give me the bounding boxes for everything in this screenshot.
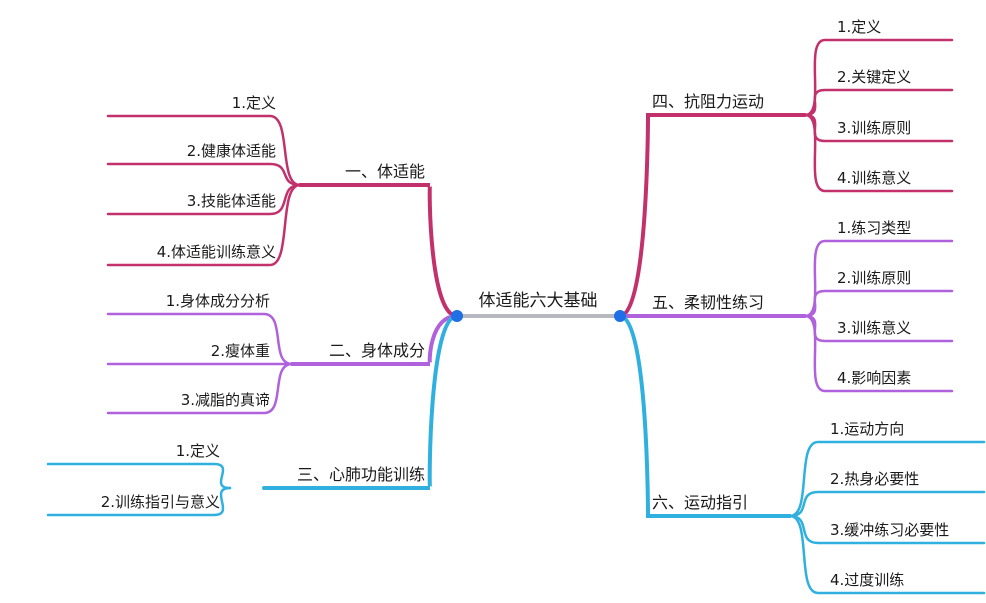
leaf-connector — [803, 113, 954, 193]
branch-label-b2[interactable]: 二、身体成分 — [329, 341, 425, 360]
leaf-connector — [106, 362, 294, 415]
leaf-label[interactable]: 3.训练意义 — [837, 319, 911, 337]
branch-connector-b4 — [618, 113, 807, 318]
leaf-label[interactable]: 4.体适能训练意义 — [157, 243, 276, 261]
leaf-connector — [803, 88, 954, 117]
branch-connector-b3 — [262, 314, 459, 490]
leaf-connector — [106, 162, 302, 187]
leaf-connector — [788, 440, 986, 518]
leaf-label[interactable]: 3.技能体适能 — [187, 192, 276, 210]
leaf-connector — [46, 462, 232, 490]
leaf-label[interactable]: 3.训练原则 — [837, 119, 911, 137]
right-node-dot — [614, 310, 626, 322]
leaf-connector — [106, 114, 302, 187]
leaf-label[interactable]: 1.练习类型 — [837, 219, 911, 237]
leaf-label[interactable]: 1.定义 — [837, 18, 881, 36]
branch-label-b1[interactable]: 一、体适能 — [345, 162, 425, 181]
label-layer: 体适能六大基础 一、体适能 1.定义 2.健康体适能 3.技能体适能 4.体适能训练意义二… — [101, 18, 950, 589]
branch-connector-b2 — [290, 314, 459, 366]
leaf-connector — [803, 38, 954, 117]
connector-layer — [46, 38, 986, 595]
leaf-label[interactable]: 1.身体成分分析 — [166, 292, 270, 310]
leaf-connector — [106, 183, 302, 267]
leaf-label[interactable]: 3.缓冲练习必要性 — [830, 521, 949, 539]
branch-label-b5[interactable]: 五、柔韧性练习 — [652, 293, 764, 312]
leaf-connector — [106, 183, 302, 216]
leaf-label[interactable]: 4.过度训练 — [830, 571, 904, 589]
left-node-dot — [451, 310, 463, 322]
leaf-label[interactable]: 2.健康体适能 — [187, 142, 276, 160]
leaf-connector — [46, 486, 232, 517]
leaf-connector — [803, 239, 954, 318]
leaf-connector — [788, 514, 986, 545]
central-topic[interactable]: 体适能六大基础 — [479, 291, 598, 311]
leaf-connector — [106, 312, 294, 366]
leaf-connector — [788, 490, 986, 518]
leaf-connector — [803, 314, 954, 393]
leaf-label[interactable]: 1.定义 — [176, 442, 220, 460]
leaf-connector — [788, 514, 986, 595]
leaf-label[interactable]: 2.瘦体重 — [211, 342, 270, 360]
leaf-label[interactable]: 2.热身必要性 — [830, 470, 919, 488]
leaf-connector — [803, 289, 954, 318]
leaf-label[interactable]: 2.训练指引与意义 — [101, 493, 220, 511]
leaf-label[interactable]: 4.训练意义 — [837, 169, 911, 187]
leaf-label[interactable]: 2.关键定义 — [837, 68, 911, 86]
branch-label-b4[interactable]: 四、抗阻力运动 — [652, 92, 764, 111]
leaf-label[interactable]: 1.运动方向 — [830, 420, 904, 438]
leaf-label[interactable]: 3.减脂的真谛 — [181, 391, 270, 409]
leaf-label[interactable]: 2.训练原则 — [837, 269, 911, 287]
branch-label-b6[interactable]: 六、运动指引 — [652, 493, 748, 512]
leaf-label[interactable]: 4.影响因素 — [837, 369, 911, 387]
branch-connector-b1 — [298, 183, 459, 318]
leaf-label[interactable]: 1.定义 — [232, 94, 276, 112]
branch-connector-b6 — [618, 314, 792, 518]
branch-label-b3[interactable]: 三、心肺功能训练 — [297, 465, 425, 484]
